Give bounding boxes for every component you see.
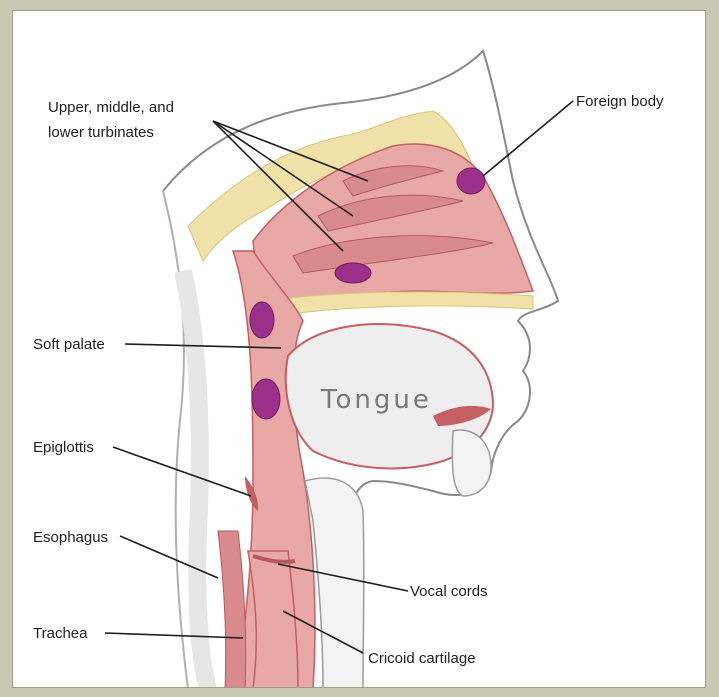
back-of-neck xyxy=(163,191,188,688)
foreign-body-label: Foreign body xyxy=(576,93,664,110)
turbinates-label-line2: lower turbinates xyxy=(48,124,154,141)
esophagus-tube xyxy=(218,531,246,688)
foreign-body-pharynx-lower xyxy=(252,379,280,419)
turbinates-label-line1: Upper, middle, and xyxy=(48,99,174,116)
vocal-cords-label: Vocal cords xyxy=(410,583,488,600)
foreign-body-nasal-lower xyxy=(335,263,371,283)
foreign-body-nasal-upper xyxy=(457,168,485,194)
foreign-body-pharynx-upper xyxy=(250,302,274,338)
trachea-tube xyxy=(248,551,298,688)
mandible xyxy=(452,430,491,496)
cricoid-label: Cricoid cartilage xyxy=(368,650,476,667)
trachea-label: Trachea xyxy=(33,625,88,642)
anatomy-diagram: Upper, middle, and lower turbinates Fore… xyxy=(13,11,706,688)
esophagus-label: Esophagus xyxy=(33,529,108,546)
tongue-label: Tongue xyxy=(320,385,432,415)
diagram-panel: Upper, middle, and lower turbinates Fore… xyxy=(12,10,706,688)
soft-palate-label: Soft palate xyxy=(33,336,105,353)
epiglottis-label: Epiglottis xyxy=(33,439,94,456)
